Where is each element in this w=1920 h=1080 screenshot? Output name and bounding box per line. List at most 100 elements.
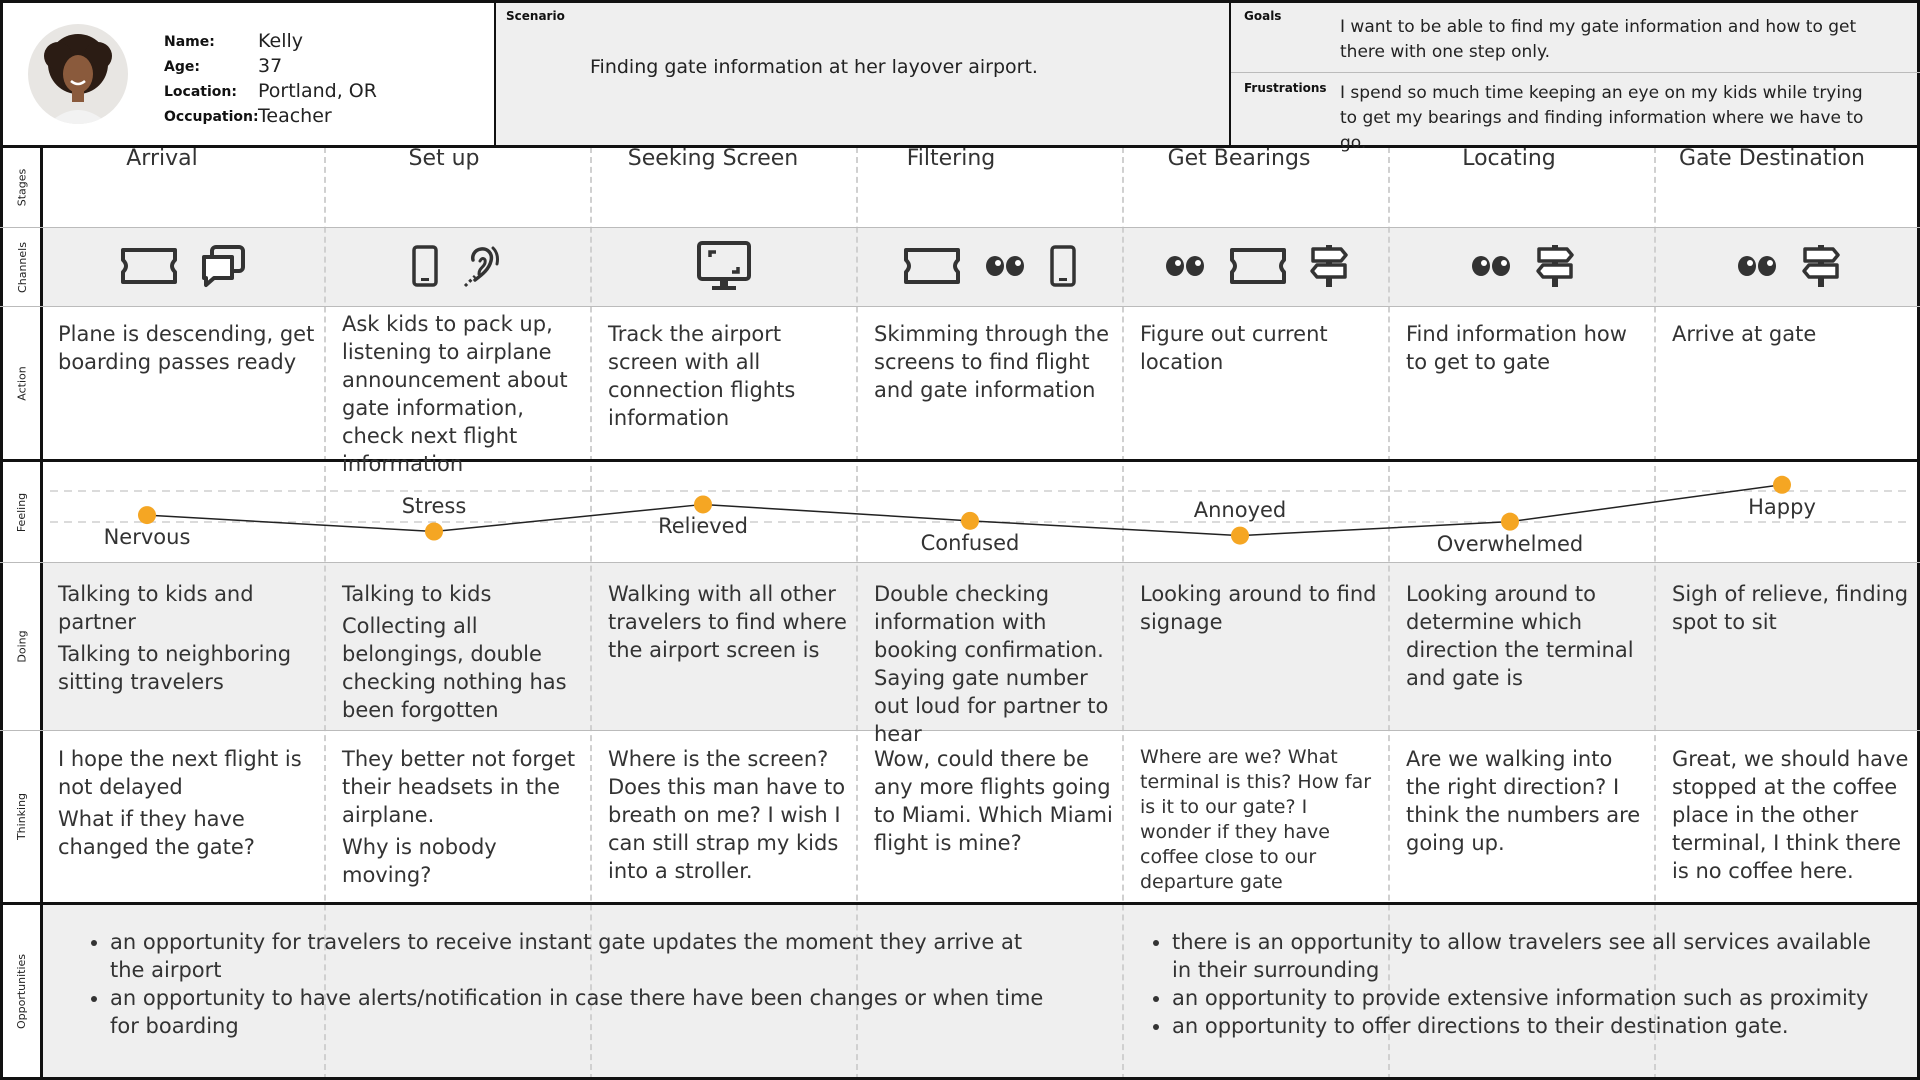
scenario-label: Scenario	[506, 9, 565, 23]
row-label-action: Action	[15, 365, 29, 401]
feeling-label: Overwhelmed	[1436, 531, 1584, 556]
stage-title: Get Bearings	[1167, 146, 1311, 171]
stage-title: Locating	[1462, 146, 1556, 171]
feeling-dot	[1773, 475, 1791, 494]
frustrations-label: Frustrations	[1244, 81, 1327, 95]
age-label: Age:	[164, 59, 200, 75]
feeling-label: Happy	[1748, 494, 1816, 519]
header-divider	[0, 145, 1920, 148]
border-bottom	[0, 1077, 1920, 1080]
doing-text: Double checking information with booking…	[874, 580, 1116, 752]
thinking-item: I hope the next flight is not delayed	[58, 747, 302, 799]
persona-divider	[494, 0, 496, 146]
ticket-icon	[120, 246, 178, 290]
persona-age: 37	[258, 55, 283, 77]
frustrations-text: I spend so much time keeping an eye on m…	[1340, 83, 1864, 153]
feeling-dot	[694, 495, 712, 514]
thinking-item: What if they have changed the gate?	[58, 807, 255, 859]
thinking-text: They better not forget their headsets in…	[342, 745, 584, 893]
signpost-icon	[1535, 243, 1575, 293]
action-text: Arrive at gate	[1672, 322, 1817, 346]
thinking-item: Why is nobody moving?	[342, 835, 497, 887]
hearing-icon	[461, 244, 505, 292]
doing-item: Looking around to determine which direct…	[1406, 582, 1634, 690]
doing-item: Talking to neighboring sitting travelers	[58, 642, 292, 694]
feeling-top-border	[0, 459, 1920, 462]
goals-panel	[1231, 0, 1920, 146]
thinking-item: Wow, could there be any more flights goi…	[874, 747, 1113, 855]
scenario-panel	[496, 0, 1231, 146]
doing-item: Walking with all other travelers to find…	[608, 582, 847, 662]
opportunities-left: an opportunity for travelers to receive …	[88, 928, 1048, 1040]
opportunities-row	[42, 905, 1920, 1080]
border-left	[0, 0, 3, 1080]
feeling-dot	[1501, 512, 1519, 531]
border-top	[0, 0, 1920, 3]
label-column-divider	[40, 147, 43, 1080]
opportunity-item: an opportunity to have alerts/notificati…	[110, 984, 1048, 1040]
opportunities-top-border	[0, 902, 1920, 905]
doing-item: Double checking information with booking…	[874, 582, 1109, 746]
feeling-label: Annoyed	[1193, 497, 1287, 522]
thinking-text: Wow, could there be any more flights goi…	[874, 745, 1116, 861]
thinking-item: Are we walking into the right direction?…	[1406, 747, 1641, 855]
name-label: Name:	[164, 34, 215, 50]
channel-icons	[326, 243, 590, 293]
channel-icons	[1390, 243, 1654, 293]
eyes-icon	[1469, 253, 1513, 283]
doing-text: Sigh of relieve, finding spot to sit	[1672, 580, 1914, 640]
eyes-icon	[1735, 253, 1779, 283]
channel-icons	[1124, 243, 1388, 293]
screen-icon	[696, 240, 752, 296]
chat-icon	[200, 244, 246, 292]
signpost-icon	[1801, 243, 1841, 293]
thinking-item: They better not forget their headsets in…	[342, 747, 576, 827]
persona-occupation: Teacher	[258, 105, 332, 127]
goals-text: I want to be able to find my gate inform…	[1340, 17, 1857, 62]
opportunity-item: an opportunity for travelers to receive …	[110, 928, 1048, 984]
thinking-text: Where are we? What terminal is this? How…	[1140, 745, 1382, 899]
action-text: Ask kids to pack up, listening to airpla…	[342, 312, 568, 476]
thinking-item: Where is the screen? Does this man have …	[608, 747, 846, 883]
doing-text: Looking around to determine which direct…	[1406, 580, 1648, 696]
row-label-opportunities: Opportunities	[15, 953, 29, 1029]
stage-title: Set up	[408, 146, 480, 171]
opportunity-item: an opportunity to offer directions to th…	[1172, 1012, 1890, 1040]
feeling-dot	[425, 522, 443, 541]
stage-title: Seeking Screen	[627, 146, 799, 171]
phone-icon	[411, 244, 439, 292]
doing-text: Walking with all other travelers to find…	[608, 580, 850, 668]
doing-item: Collecting all belongings, double checki…	[342, 614, 567, 722]
row-label-channels: Channels	[15, 241, 29, 293]
thinking-text: Where is the screen? Does this man have …	[608, 745, 850, 889]
doing-item: Talking to kids and partner	[58, 582, 254, 634]
thinking-text: Great, we should have stopped at the cof…	[1672, 745, 1914, 889]
doing-item: Talking to kids	[342, 582, 492, 606]
phone-icon	[1049, 244, 1077, 292]
channel-icons	[42, 243, 324, 293]
action-text: Skimming through the screens to find fli…	[874, 322, 1110, 402]
doing-item: Looking around to find signage	[1140, 582, 1377, 634]
doing-text: Looking around to find signage	[1140, 580, 1382, 640]
stage-title: Gate Destination	[1679, 146, 1865, 171]
scenario-text: Finding gate information at her layover …	[590, 56, 1038, 78]
feeling-label: Relieved	[658, 514, 748, 539]
channel-icons	[1656, 243, 1920, 293]
feeling-dot	[961, 511, 979, 530]
signpost-icon	[1309, 243, 1349, 293]
opportunity-item: there is an opportunity to allow travele…	[1172, 928, 1890, 984]
border-right	[1917, 0, 1920, 1080]
location-label: Location:	[164, 84, 237, 100]
eyes-icon	[1163, 253, 1207, 283]
persona-name: Kelly	[258, 30, 304, 52]
channel-icons	[592, 240, 856, 296]
occupation-label: Occupation:	[164, 109, 259, 125]
action-text: Track the airport screen with all connec…	[608, 322, 796, 430]
thinking-item: Where are we? What terminal is this? How…	[1140, 746, 1372, 893]
feeling-label: Confused	[920, 530, 1020, 555]
stage-title: Filtering	[906, 146, 996, 171]
